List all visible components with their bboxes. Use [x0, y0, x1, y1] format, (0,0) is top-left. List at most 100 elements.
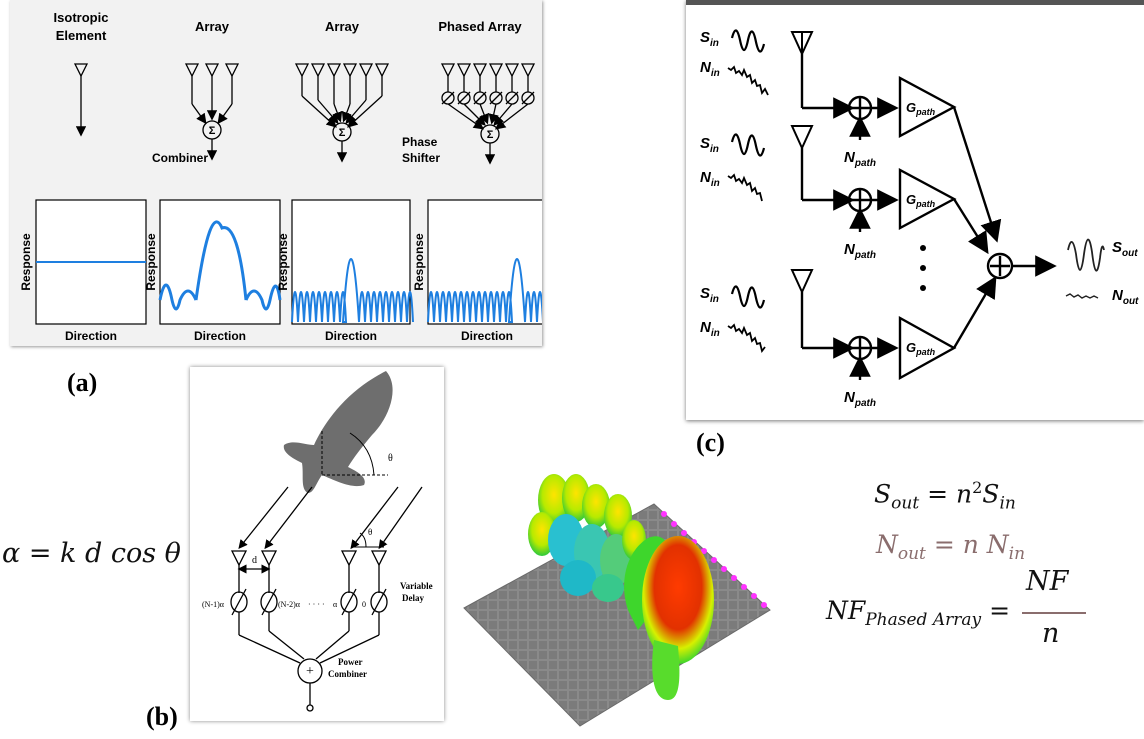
svg-text:Sin: Sin — [700, 285, 719, 305]
header-array-1: Array — [195, 19, 230, 34]
combiner-plus: + — [306, 664, 314, 679]
panel-a: Isotropic Element Array Array Phased Arr… — [10, 0, 550, 346]
delay-n1: (N-1)α — [202, 600, 225, 609]
dot-2 — [920, 265, 926, 271]
svg-text:Gpath: Gpath — [906, 340, 936, 357]
variable-delay-2: Delay — [402, 593, 424, 603]
row-3 — [790, 269, 997, 381]
label-a: (a) — [67, 368, 98, 397]
plot-phased-array-curve — [427, 258, 550, 323]
plot-array-6 — [291, 199, 414, 325]
xlabel-2: Direction — [194, 329, 246, 343]
eq-sout: Sout = n2Sin — [874, 478, 1016, 514]
output-waveforms — [1065, 238, 1105, 299]
eq2-lhs: N — [876, 530, 898, 559]
panel-c: Sin Nin Sin Nin Sin Nin Gpath Gpath Gpat… — [686, 0, 1144, 420]
label-b: (b) — [146, 702, 178, 731]
main-lobe — [624, 536, 714, 700]
panel-c-drawing: Sin Nin Sin Nin Sin Nin Gpath Gpath Gpat… — [686, 0, 1144, 409]
array-6-element — [294, 63, 390, 163]
eq1-lhs: S — [874, 479, 892, 509]
svg-text:Npath: Npath — [844, 149, 876, 169]
ylabel-3: Response — [276, 233, 290, 291]
n-path-1: N — [844, 149, 856, 166]
header-element: Element — [56, 28, 107, 43]
side-lobes — [528, 474, 646, 602]
panel-b: θ θ d — [190, 367, 444, 721]
panel-a-drawing: Isotropic Element Array Array Phased Arr… — [19, 10, 550, 343]
g-path-3: G — [906, 340, 916, 355]
svg-text:Nin: Nin — [700, 59, 720, 79]
angle-marker — [321, 431, 388, 476]
svg-text:Sout: Sout — [1112, 239, 1138, 259]
n-in-3: N — [700, 319, 712, 336]
plot-array-6-curve — [291, 258, 414, 323]
angle-2 — [352, 532, 384, 548]
n-path-2: N — [844, 241, 856, 258]
antenna-row-b — [230, 550, 388, 593]
d-label: d — [252, 555, 257, 566]
array-3-element — [184, 63, 240, 161]
svg-text:Nout: Nout — [1112, 287, 1139, 307]
svg-text:Sin: Sin — [700, 29, 719, 49]
svg-text:Nin: Nin — [700, 319, 720, 339]
theta-small: θ — [368, 527, 372, 537]
phase-shifter-row — [441, 76, 535, 105]
phase-label-2: Shifter — [402, 151, 440, 165]
eq3-fraction-bar — [1022, 612, 1086, 614]
s-out: S — [1112, 239, 1122, 256]
phased-array-drawing — [440, 63, 536, 165]
n-in-1: N — [700, 59, 712, 76]
sum-symbol-1: Σ — [209, 125, 216, 137]
labels-c: Sin Nin Sin Nin Sin Nin Gpath Gpath Gpat… — [700, 29, 1139, 409]
alpha-equation: α = k d cos θ — [2, 538, 181, 569]
s-in-2: S — [700, 135, 710, 152]
delay-n2: (N-2)α — [278, 600, 301, 609]
antenna-isotropic — [73, 63, 89, 137]
svg-text:Nin: Nin — [700, 169, 720, 189]
header-phased-array: Phased Array — [438, 19, 522, 34]
eq3-lhs: NF — [826, 596, 866, 625]
row-1 — [790, 31, 1002, 243]
delay-zero: 0 — [362, 600, 366, 609]
plot-array-3 — [158, 199, 282, 325]
xlabel-1: Direction — [65, 329, 117, 343]
xlabel-3: Direction — [325, 329, 377, 343]
eq3-den: n — [1042, 618, 1060, 649]
label-c: (c) — [696, 428, 725, 457]
svg-text:Gpath: Gpath — [906, 100, 936, 117]
variable-delay-1: Variable — [400, 581, 433, 591]
beam-lobe — [283, 371, 393, 493]
delay-dots: · · · · — [308, 600, 325, 609]
delay-elements — [230, 588, 388, 712]
svg-text:Npath: Npath — [844, 389, 876, 409]
power-combiner-1: Power — [338, 657, 363, 667]
n-out: N — [1112, 287, 1124, 304]
s-in-1: S — [700, 29, 710, 46]
n-path-3: N — [844, 389, 856, 406]
panel-b-drawing: θ θ d — [202, 371, 433, 712]
g-path-2: G — [906, 192, 916, 207]
edge-dots — [661, 511, 767, 608]
incoming-rays — [238, 486, 423, 550]
eq-nout: Nout = n Nin — [876, 530, 1026, 564]
sum-symbol-3: Σ — [487, 129, 494, 141]
n-in-2: N — [700, 169, 712, 186]
ylabel-1: Response — [19, 233, 33, 291]
dot-3 — [920, 285, 926, 291]
input-waveforms — [727, 29, 769, 354]
delay-alpha: α — [333, 600, 338, 609]
header-isotropic: Isotropic — [54, 10, 109, 25]
s-in-3: S — [700, 285, 710, 302]
ylabel-4: Response — [412, 233, 426, 291]
dot-1 — [920, 245, 926, 251]
xlabel-4: Direction — [461, 329, 513, 343]
svg-text:Sin: Sin — [700, 135, 719, 155]
eq2-rhs: = n N — [933, 530, 1009, 559]
eq1-rhs: = n — [927, 479, 973, 509]
beam-pattern-svg — [463, 474, 771, 727]
eq3-eq: = — [989, 596, 1011, 625]
theta-top: θ — [388, 453, 393, 464]
combiner-label: Combiner — [152, 151, 208, 165]
output-combiner — [986, 252, 1057, 280]
